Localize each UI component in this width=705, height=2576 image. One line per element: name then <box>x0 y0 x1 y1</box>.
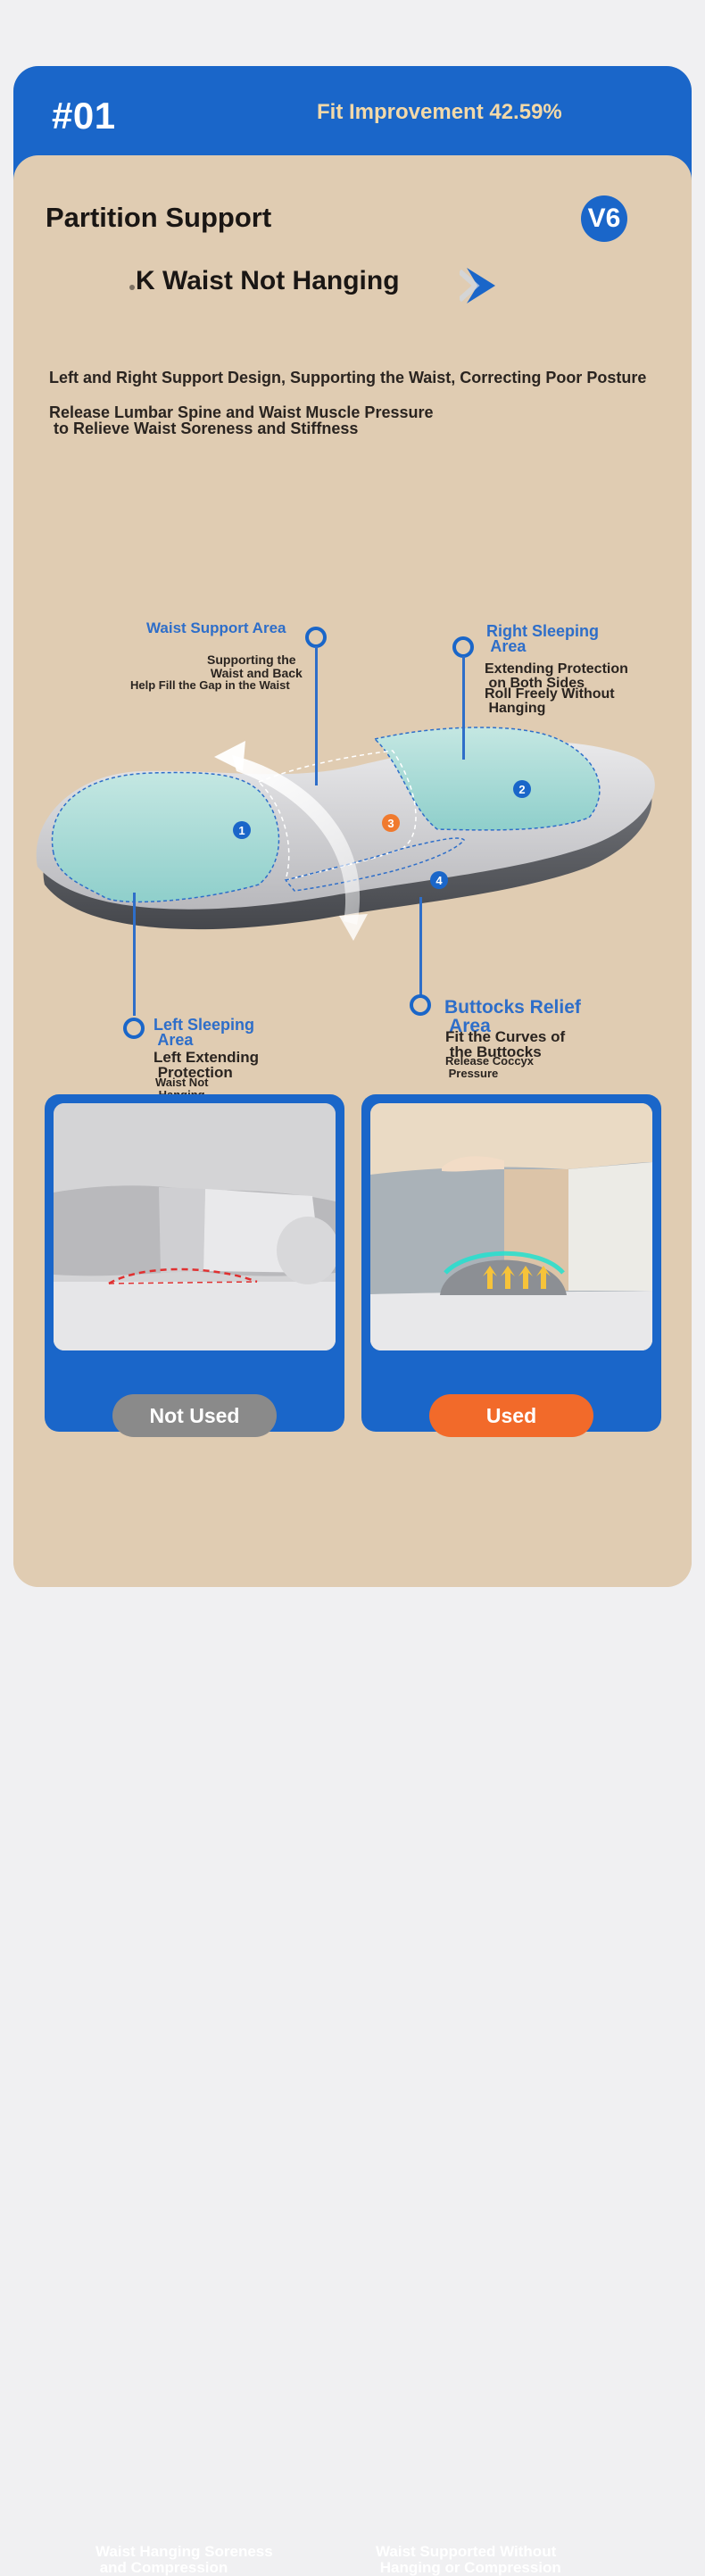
waist-support-line <box>315 646 318 785</box>
waist-support-ring <box>305 627 327 648</box>
description-line-2: Release Lumbar Spine and Waist Muscle Pr… <box>49 403 434 437</box>
version-badge: V6 <box>581 195 627 242</box>
curved-arrow <box>232 755 361 925</box>
waist-support-title: Waist Support Area <box>146 619 286 636</box>
right-sleeping-ring <box>452 636 474 658</box>
left-sleeping-zone <box>51 771 280 903</box>
used-label: Used <box>429 1394 593 1437</box>
feature-subtitle: K Waist Not Hanging <box>136 266 400 295</box>
not-used-label: Not Used <box>112 1394 277 1437</box>
section-number: #01 <box>52 95 116 137</box>
hanging-waist-illustration <box>54 1103 336 1350</box>
right-sleeping-zone <box>373 727 601 831</box>
right-sleeping-text-1: Extending Protection on Both Sides <box>485 661 628 691</box>
right-sleeping-text-2: Roll Freely Without Hanging <box>485 686 615 716</box>
marker-2: 2 <box>518 783 525 796</box>
left-sleeping-line <box>133 893 136 1016</box>
pillow-illustration: 1 2 3 4 <box>36 727 655 941</box>
description-line-1: Left and Right Support Design, Supportin… <box>49 369 647 386</box>
before-photo <box>54 1103 336 1350</box>
comparison-panel-before: Waist Hanging Soreness and Compression <box>45 1094 344 2576</box>
after-caption: Waist Supported Without Hanging or Compr… <box>376 2543 561 2576</box>
waist-support-text-2: Help Fill the Gap in the Waist <box>130 678 290 692</box>
comparison-panel-after: Waist Supported Without Hanging or Compr… <box>361 1094 661 2576</box>
chevron-right-icon <box>460 268 495 303</box>
right-sleeping-title: Right Sleeping Area <box>486 622 599 655</box>
waist-support-text-1: Supporting the Waist and Back <box>207 652 303 680</box>
buttocks-relief-line <box>419 897 422 997</box>
marker-1: 1 <box>238 824 245 837</box>
before-caption: Waist Hanging Soreness and Compression <box>95 2543 273 2576</box>
feature-title: Partition Support <box>46 202 272 233</box>
marker-4: 4 <box>435 874 443 887</box>
buttocks-relief-ring <box>410 994 431 1016</box>
marker-3: 3 <box>387 817 394 830</box>
supported-waist-illustration <box>370 1103 652 1350</box>
left-sleeping-text-1: Left Extending Protection <box>153 1049 260 1081</box>
buttocks-relief-title: Buttocks Relief Area <box>444 997 581 1036</box>
buttocks-relief-text-1: Fit the Curves of the Buttocks <box>445 1028 566 1060</box>
fit-improvement-stat: Fit Improvement 42.59% <box>317 100 562 124</box>
after-photo <box>370 1103 652 1350</box>
buttocks-relief-text-2: Release Coccyx Pressure <box>445 1054 535 1080</box>
right-sleeping-line <box>462 656 465 760</box>
subtitle-dot <box>129 285 135 290</box>
left-sleeping-title: Left Sleeping Area <box>153 1016 255 1049</box>
left-sleeping-ring <box>123 1018 145 1039</box>
